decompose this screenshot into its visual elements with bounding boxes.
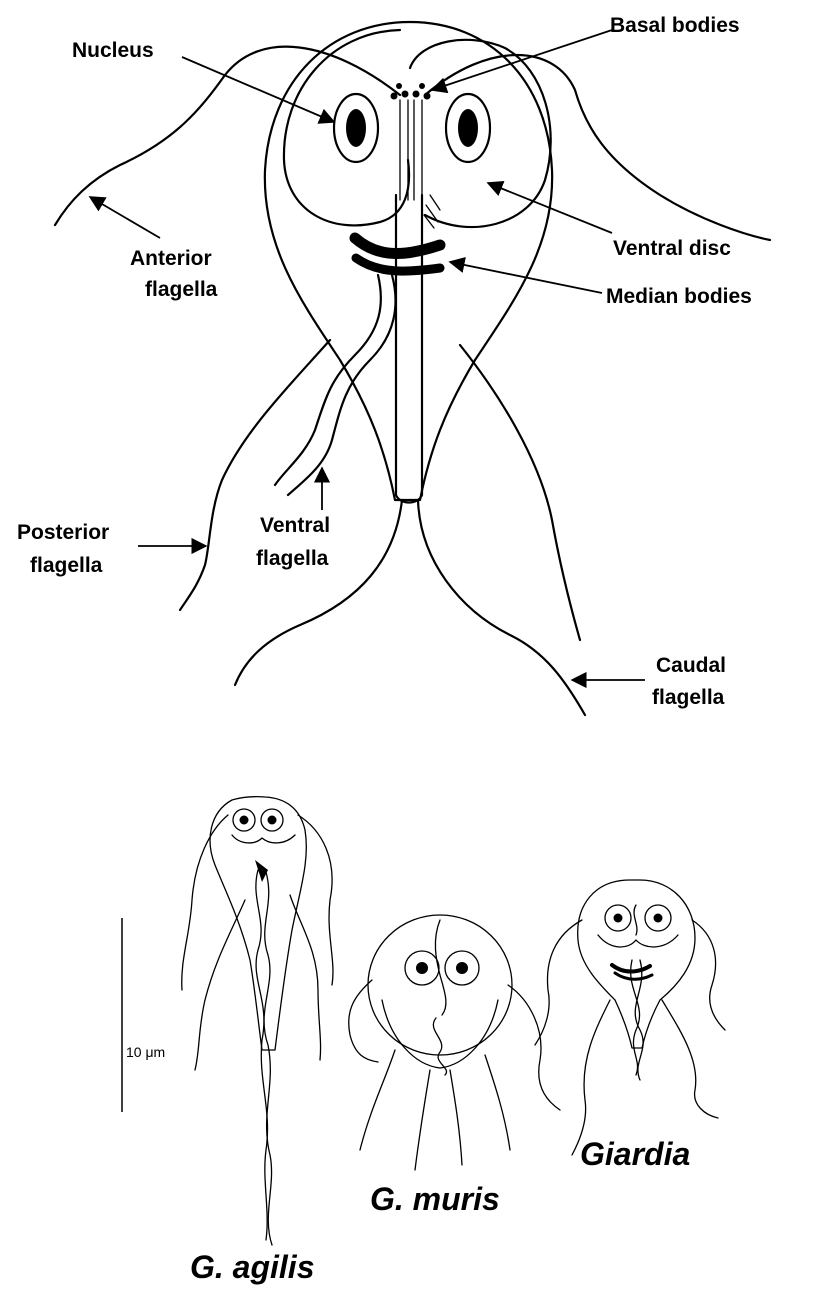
anterior-label-line1: Anterior [130,247,212,270]
species-label-g-muris: G. muris [370,1181,500,1217]
ventral-disc-label: Ventral disc [613,237,731,260]
posterior-label-line1: Posterior [17,521,109,544]
ventral-label-line2: flagella [256,547,329,570]
anterior-label-line2: flagella [145,278,218,301]
label-median-bodies: Median bodies [450,262,752,308]
label-ventral-flagella: Ventral flagella [256,468,330,570]
scale-bar-label: 10 μm [126,1044,165,1060]
ventral-label-line1: Ventral [260,514,330,537]
ventral-flagellum-outer [275,275,381,485]
label-posterior-flagella: Posterior flagella [17,521,206,577]
caudal-label-line1: Caudal [656,654,726,677]
label-anterior-flagella: Anterior flagella [90,197,218,301]
label-basal-bodies: Basal bodies [432,14,740,90]
cell-body-outline [265,22,552,500]
basal-bodies-label: Basal bodies [610,14,740,37]
anterior-flagellum-right [425,55,770,240]
giardia-species-drawing [535,880,725,1155]
posterior-flagellum-right [460,345,580,640]
species-label-giardia: Giardia [580,1136,690,1172]
g-muris-drawing [349,915,560,1170]
axostyle [396,195,422,503]
nucleus-left [334,94,378,162]
trophozoite-main-drawing [55,22,770,715]
label-caudal-flagella: Caudal flagella [572,654,726,709]
nucleus-label: Nucleus [72,39,154,62]
scale-bar: 10 μm [122,918,165,1112]
median-bodies [355,238,440,271]
caudal-flagellum-right [418,500,585,715]
caudal-label-line2: flagella [652,686,725,709]
nucleus-right [446,94,490,162]
label-ventral-disc: Ventral disc [488,183,731,260]
g-agilis-drawing [182,797,333,1245]
posterior-label-line2: flagella [30,554,103,577]
species-label-g-agilis: G. agilis [190,1249,314,1285]
median-bodies-label: Median bodies [606,285,752,308]
